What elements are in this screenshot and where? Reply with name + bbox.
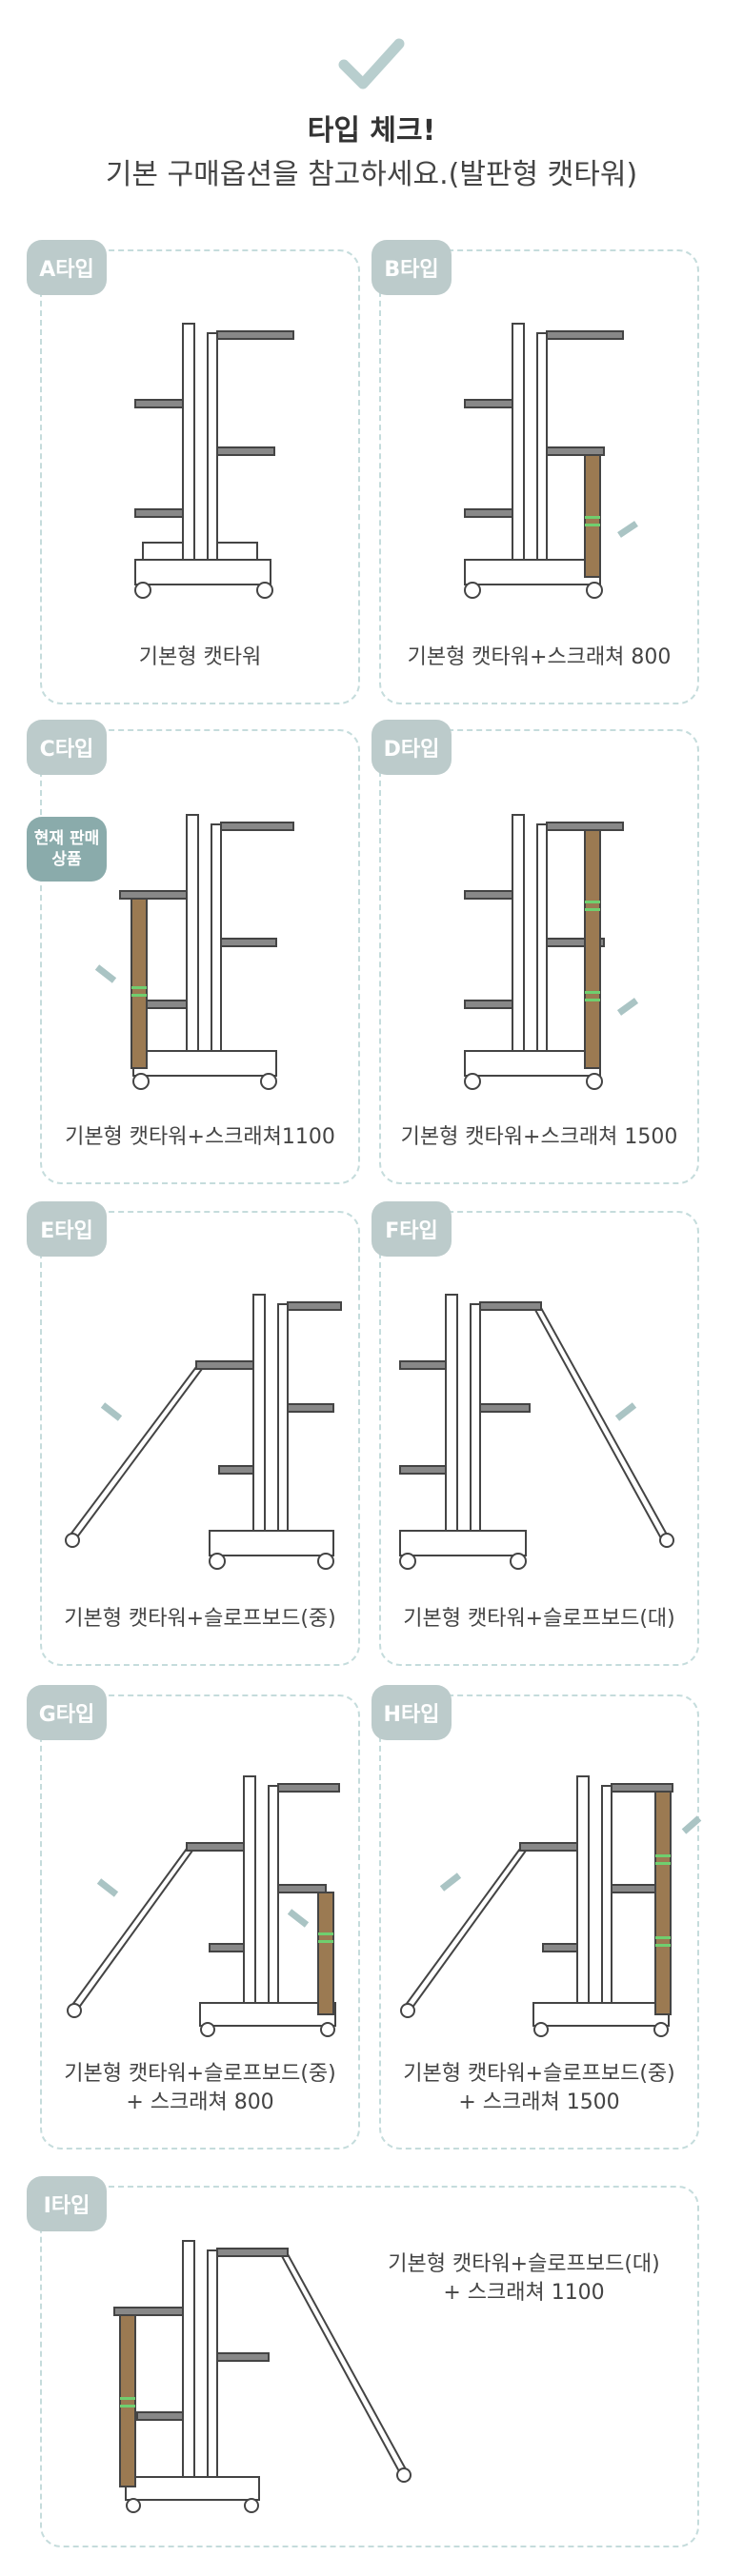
type-card-a [40, 249, 360, 704]
arrow-icon [96, 1878, 119, 1897]
cat-tower-image-h [400, 1775, 702, 2037]
type-label-d: 기본형 캣타워+스크래쳐 1500 [400, 1125, 678, 1149]
type-card-g [40, 1694, 360, 2150]
type-badge-a: A타입 [27, 240, 107, 295]
cat-tower-image-b [464, 323, 638, 599]
type-card-h [379, 1694, 699, 2150]
section-subtitle: 기본 구매옵션을 참고하세요.(발판형 캣타워) [105, 158, 638, 191]
type-badge-g: G타입 [27, 1685, 107, 1740]
arrow-icon [616, 998, 639, 1016]
type-card-c [40, 729, 360, 1184]
type-label-h: 기본형 캣타워+슬로프보드(중) + 스크래쳐 1500 [403, 2062, 675, 2114]
type-card-b [379, 249, 699, 704]
cat-tower-image-g [67, 1775, 340, 2037]
type-card-i [40, 2186, 699, 2547]
type-badge-b: B타입 [372, 240, 452, 295]
type-card-e [40, 1211, 360, 1666]
checkmark-icon [338, 38, 405, 89]
type-label-e: 기본형 캣타워+슬로프보드(중) [64, 1607, 336, 1631]
type-badge-c: C타입 [27, 720, 107, 775]
type-label-i: 기본형 캣타워+슬로프보드(대) + 스크래쳐 1100 [388, 2252, 660, 2305]
type-badge-d: D타입 [372, 720, 452, 775]
cat-tower-image-i [113, 2240, 412, 2513]
cat-tower-image-e [65, 1294, 342, 1570]
arrow-icon [617, 521, 638, 538]
arrow-icon [614, 1402, 637, 1421]
type-label-f: 기본형 캣타워+슬로프보드(대) [403, 1607, 675, 1631]
type-badge-i: I타입 [27, 2176, 107, 2231]
section-title: 타입 체크! [307, 114, 436, 148]
type-label-c: 기본형 캣타워+스크래쳐1100 [65, 1125, 335, 1149]
type-label-g: 기본형 캣타워+슬로프보드(중) + 스크래쳐 800 [64, 2062, 336, 2114]
type-label-a: 기본형 캣타워 [138, 645, 262, 669]
arrow-icon [439, 1873, 462, 1892]
type-badge-e: E타입 [27, 1201, 107, 1257]
type-badge-f: F타입 [372, 1201, 452, 1257]
cat-tower-image-f [399, 1294, 674, 1570]
arrow-icon [94, 964, 117, 983]
type-label-b: 기본형 캣타워+스크래쳐 800 [407, 645, 672, 669]
cat-tower-image-d [464, 814, 639, 1090]
cat-tower-image-a [134, 323, 294, 599]
type-card-d [379, 729, 699, 1184]
arrow-icon [681, 1815, 702, 1834]
type-badge-h: H타입 [372, 1685, 452, 1740]
type-card-f [379, 1211, 699, 1666]
arrow-icon [287, 1909, 310, 1928]
cat-tower-image-c [94, 814, 294, 1090]
arrow-icon [100, 1402, 123, 1421]
